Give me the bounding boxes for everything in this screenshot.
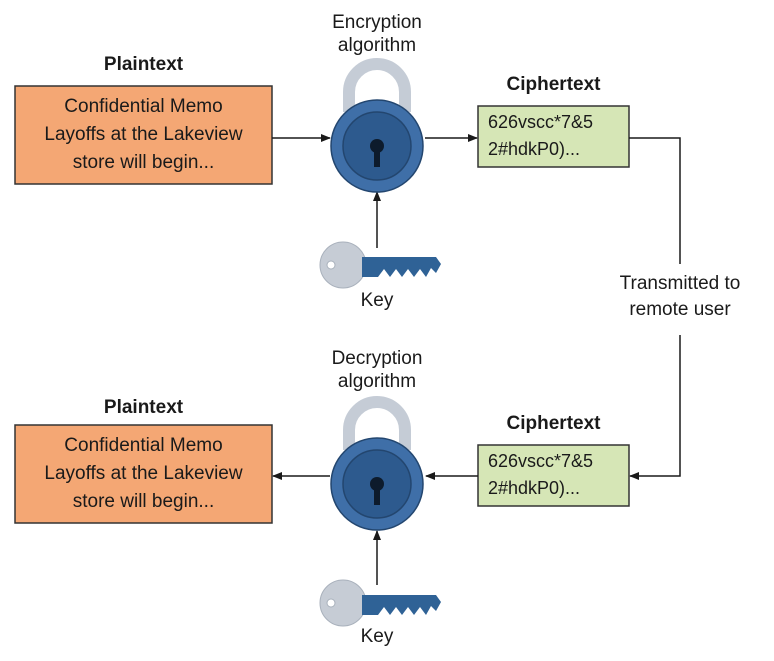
algorithm-line: Decryption — [331, 348, 423, 369]
algorithm-label-bottom: Decryption algorithm — [307, 347, 447, 393]
algorithm-line: algorithm — [337, 371, 417, 392]
plaintext-line: Layoffs at the Lakeview — [44, 463, 243, 484]
transmit-line-top — [629, 137, 681, 264]
plaintext-line: Confidential Memo — [64, 96, 223, 117]
encryption-key-icon — [319, 241, 441, 289]
ciphertext-line: 626vscc*7&5 — [488, 112, 594, 132]
plaintext-label-top: Plaintext — [103, 54, 184, 75]
plaintext-label-bottom: Plaintext — [103, 397, 184, 418]
ciphertext-line: 2#hdkP0)... — [488, 478, 581, 498]
ciphertext-line: 626vscc*7&5 — [488, 451, 594, 471]
transmit-line: Transmitted to — [619, 273, 741, 294]
plaintext-line: store will begin... — [72, 152, 215, 173]
key-label-bottom: Key — [360, 626, 394, 647]
decryption-padlock-icon — [330, 396, 424, 531]
ciphertext-label-bottom: Ciphertext — [506, 413, 601, 434]
ciphertext-box-bottom — [477, 444, 630, 507]
ciphertext-box-top — [477, 105, 630, 168]
ciphertext-label-top: Ciphertext — [506, 74, 601, 95]
transmit-line-bottom — [629, 335, 681, 480]
plaintext-box-top — [14, 85, 273, 185]
transmit-label: Transmitted to remote user — [600, 271, 760, 323]
key-label-top: Key — [360, 290, 394, 311]
plaintext-line: Confidential Memo — [64, 435, 223, 456]
plaintext-line: Layoffs at the Lakeview — [44, 124, 243, 145]
ciphertext-content-top: 626vscc*7&5 2#hdkP0)... — [488, 109, 628, 163]
ciphertext-content-bottom: 626vscc*7&5 2#hdkP0)... — [488, 448, 628, 502]
algorithm-line: Encryption — [332, 12, 422, 33]
transmit-line: remote user — [629, 299, 731, 320]
algorithm-line: algorithm — [337, 35, 417, 56]
algorithm-label-top: Encryption algorithm — [307, 11, 447, 57]
plaintext-line: store will begin... — [72, 491, 215, 512]
encryption-padlock-icon — [330, 58, 424, 193]
plaintext-content-bottom: Confidential Memo Layoffs at the Lakevie… — [15, 432, 272, 516]
plaintext-content-top: Confidential Memo Layoffs at the Lakevie… — [15, 93, 272, 177]
ciphertext-line: 2#hdkP0)... — [488, 139, 581, 159]
decryption-key-icon — [319, 579, 441, 627]
